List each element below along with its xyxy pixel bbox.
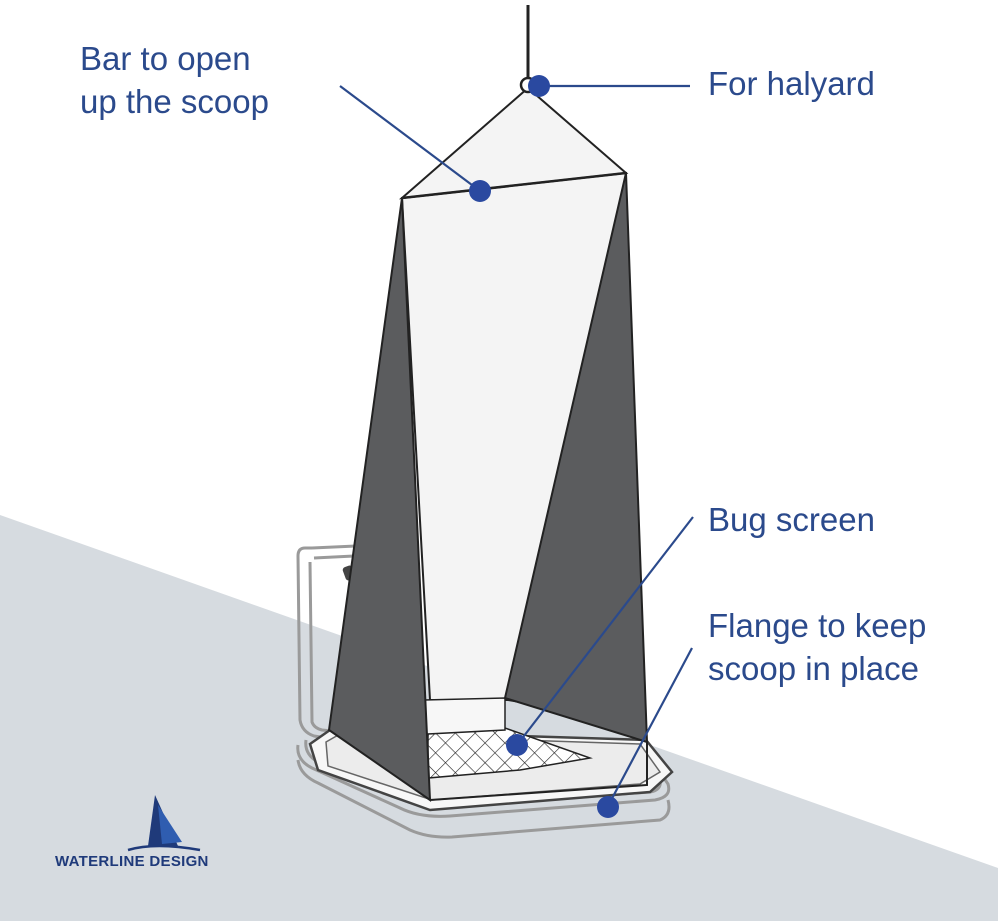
bar-callout-line1: Bar to open [80,40,251,77]
bar-callout-dot [469,180,491,202]
bug-screen-callout-text: Bug screen [708,501,875,538]
callout-dots [469,75,619,818]
bug-screen-callout-label: Bug screen [708,498,875,541]
halyard-callout-dot [528,75,550,97]
scoop-front-edge [429,742,648,801]
bar-callout-line2: up the scoop [80,83,269,120]
scoop-left-panel [327,197,432,802]
halyard-callout-label: For halyard [708,62,875,105]
flange-callout-label: Flange to keep scoop in place [708,604,926,690]
callout-leaders [339,84,694,807]
bar-callout-label: Bar to open up the scoop [80,37,269,123]
flange-callout-line2: scoop in place [708,650,919,687]
flange-callout-line1: Flange to keep [708,607,927,644]
bug-screen-callout-dot [506,734,528,756]
waterline-logo-icon [127,795,201,852]
flange-callout-dot [597,796,619,818]
halyard-callout-text: For halyard [708,65,875,102]
scoop-right-panel [503,172,649,744]
spreader-bar [401,171,627,200]
logo-wordmark: WATERLINE DESIGN [55,853,209,870]
